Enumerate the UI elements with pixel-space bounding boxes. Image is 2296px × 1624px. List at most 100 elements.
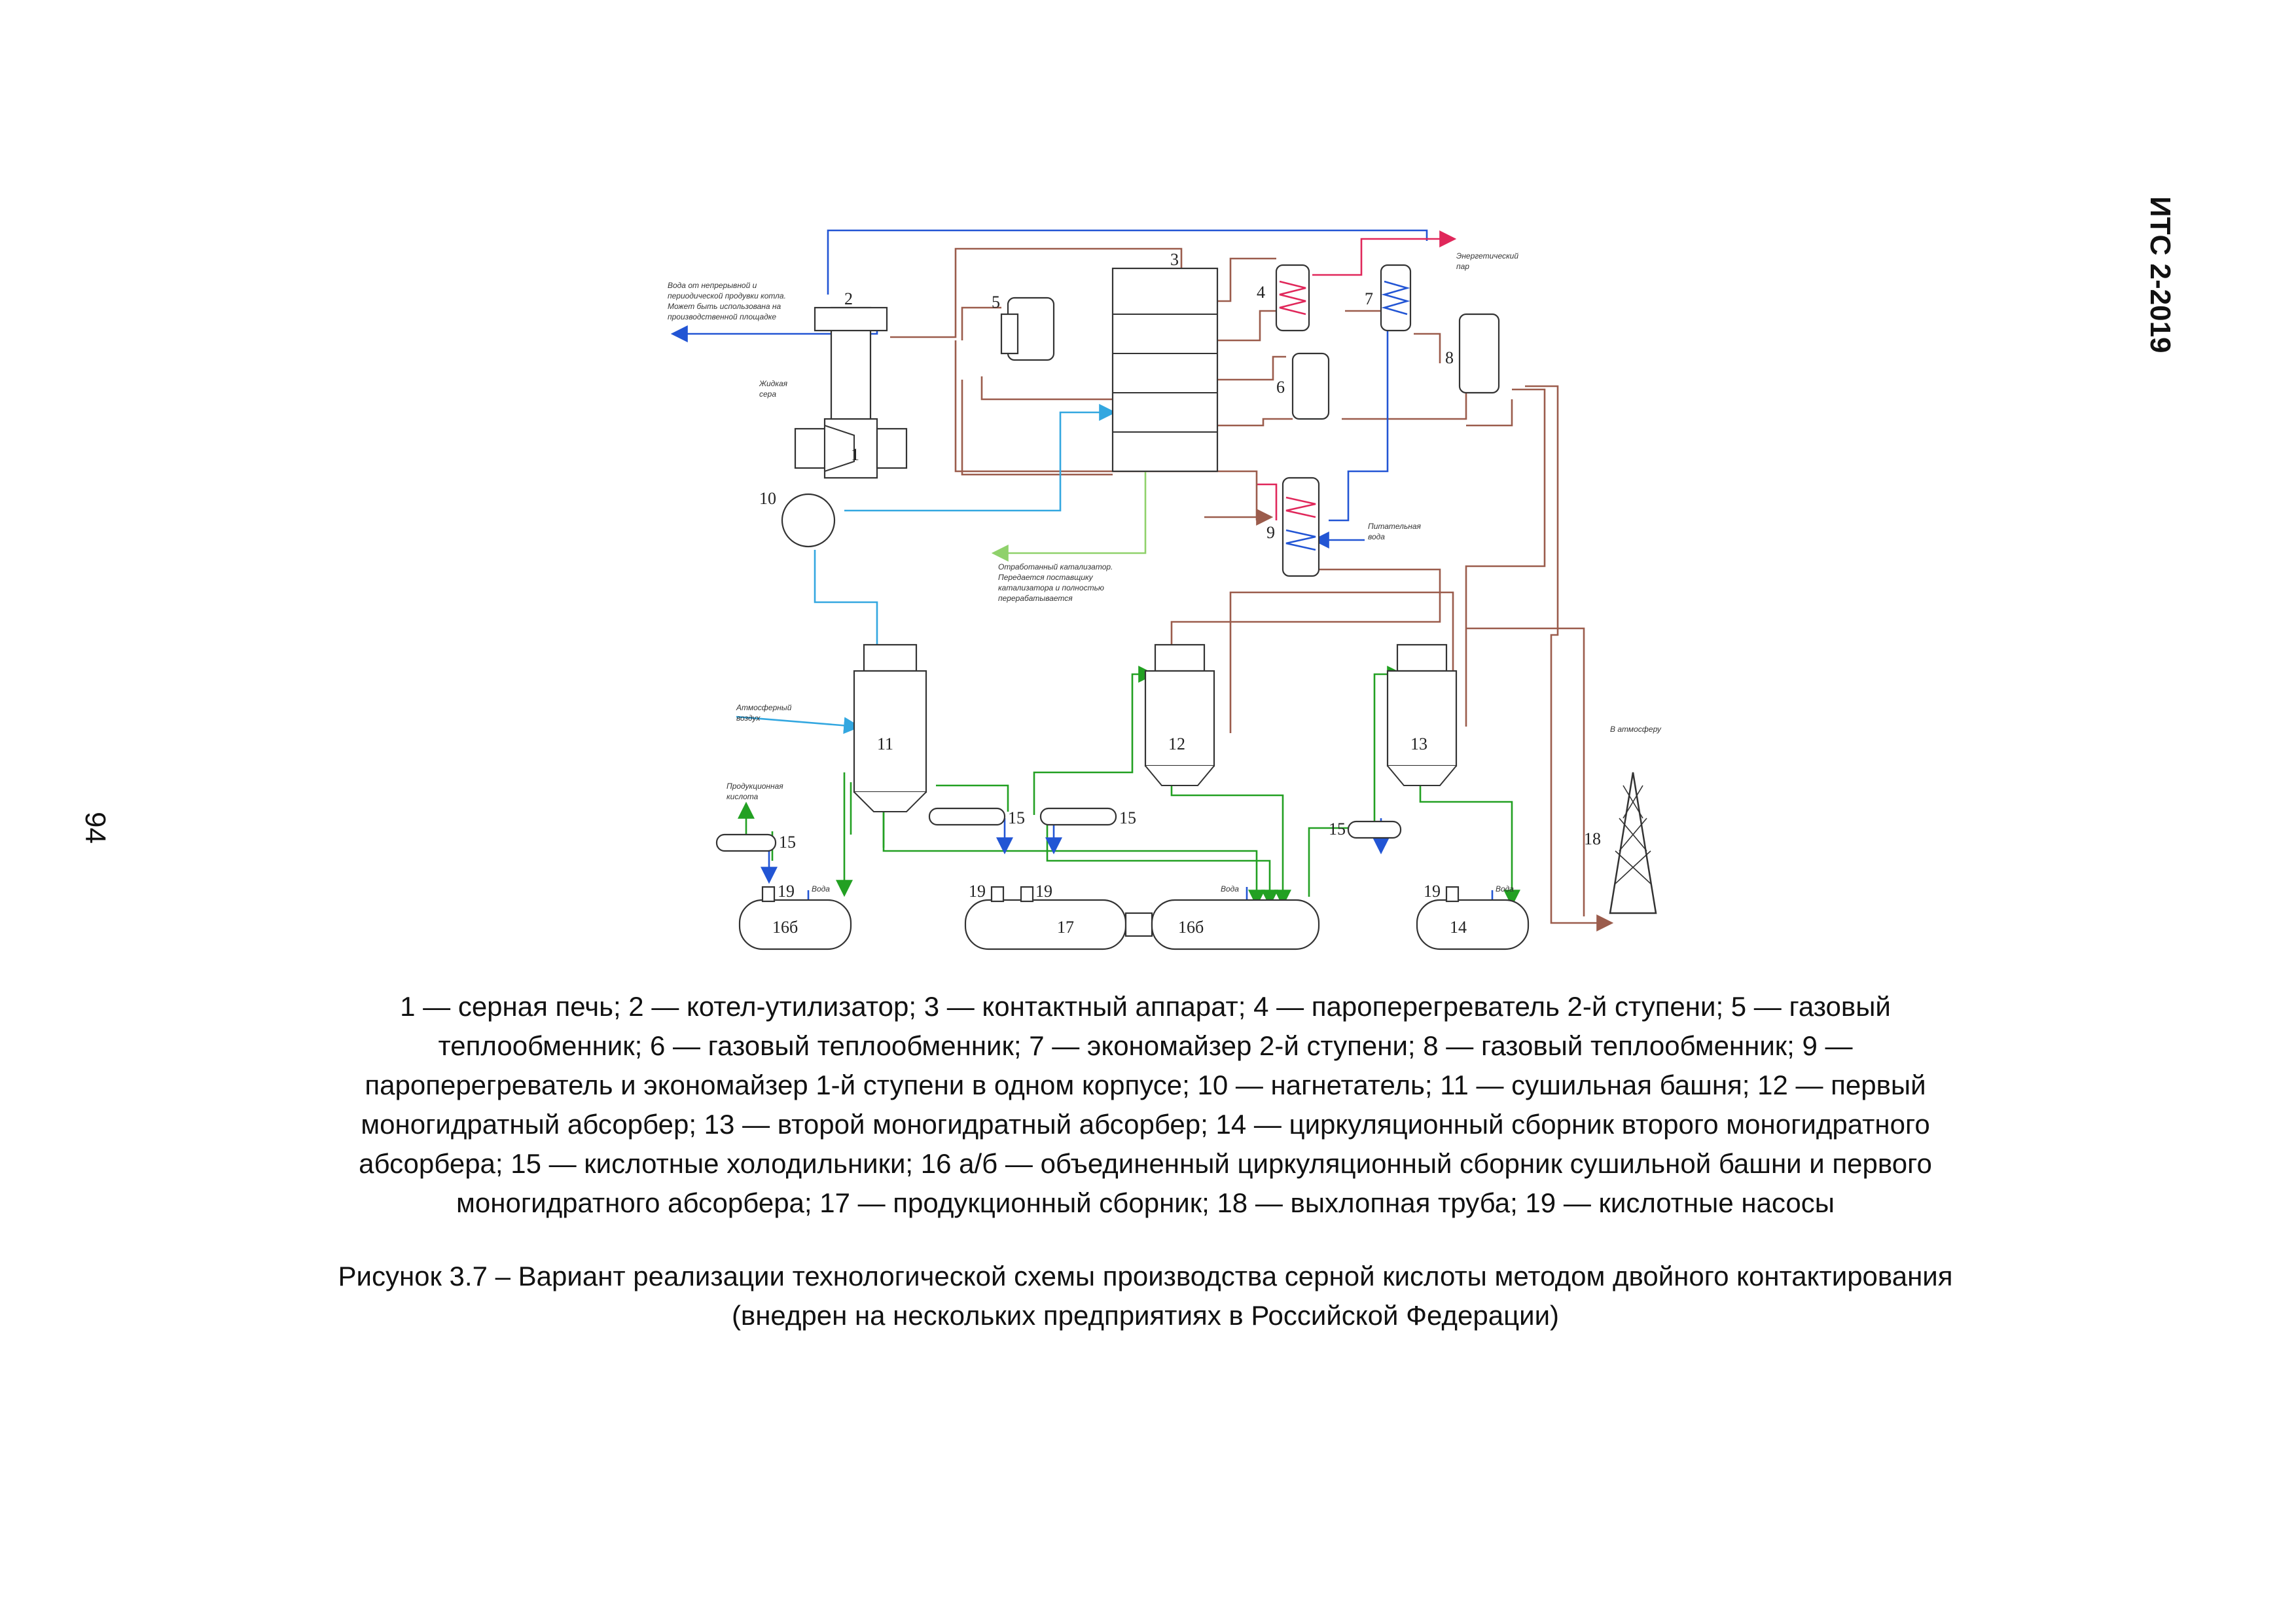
gas-line-8b [1466, 399, 1513, 427]
label-15a: 15 [1008, 808, 1025, 827]
gas-line-6a [1217, 355, 1286, 381]
svg-text:воздух: воздух [736, 713, 761, 723]
label-1: 1 [851, 445, 859, 464]
atmospheric-air-line [736, 715, 861, 734]
absorber-1: 12 [1144, 643, 1215, 786]
gas-line-6-to-8 [1342, 327, 1467, 420]
label-12: 12 [1168, 734, 1185, 753]
label-4: 4 [1257, 283, 1265, 302]
acid-to-12 [1033, 666, 1156, 815]
label-15c: 15 [1329, 820, 1346, 839]
svg-text:кислота: кислота [726, 792, 759, 801]
caption-line: Рисунок 3.7 – Вариант реализации техноло… [338, 1261, 1953, 1291]
legend-line: абсорбера; 15 — кислотные холодильники; … [359, 1148, 1932, 1179]
label-18: 18 [1584, 829, 1601, 848]
label-16b: 17 [1057, 918, 1074, 937]
annotation-product-acid: Продукционная кислота [726, 782, 783, 801]
annotation-water-17: Вода [812, 884, 830, 893]
legend-line: 1 — серная печь; 2 — котел-утилизатор; 3… [400, 991, 1891, 1022]
label-5: 5 [992, 293, 1000, 312]
gas-line-boiler-to-contact [890, 247, 1183, 338]
svg-text:Энергетический: Энергетический [1456, 251, 1518, 261]
legend-line: пароперегреватель и экономайзер 1-й ступ… [365, 1070, 1926, 1100]
catalyst-line [991, 465, 1147, 562]
label-3: 3 [1170, 250, 1179, 269]
economizer-2: 7 [1365, 264, 1412, 332]
gas-exchanger-5: 5 [992, 293, 1055, 361]
figure-legend: 1 — серная печь; 2 — котел-утилизатор; 3… [262, 987, 2029, 1223]
label-2: 2 [844, 289, 853, 308]
gas-13-stack [1466, 627, 1585, 916]
gas-12-to-13 [1229, 591, 1454, 733]
annotation-water-14: Вода [1496, 884, 1514, 893]
svg-text:вода: вода [1368, 532, 1385, 541]
superheater-2: 4 [1257, 264, 1310, 332]
label-6: 6 [1276, 378, 1285, 397]
label-15b: 15 [1119, 808, 1136, 827]
label-16a: 16б [1178, 918, 1204, 937]
svg-text:Продукционная: Продукционная [726, 782, 783, 791]
svg-text:Питательная: Питательная [1368, 522, 1422, 531]
absorber-2: 13 [1386, 643, 1458, 786]
label-13: 13 [1410, 734, 1427, 753]
label-11: 11 [877, 734, 893, 753]
annotation-to-atmosphere: В атмосферу [1610, 725, 1662, 734]
acid-to-16a-1 [882, 812, 1265, 907]
label-19a: 19 [778, 882, 795, 901]
superheater-economizer-1: 9 [1266, 477, 1320, 577]
svg-text:Отработанный катализатор.: Отработанный катализатор. [998, 562, 1113, 571]
label-19c: 19 [1035, 882, 1052, 901]
gas-line-4a [1217, 257, 1276, 302]
caption-line: (внедрен на нескольких предприятиях в Ро… [731, 1300, 1560, 1331]
label-14: 14 [1450, 918, 1467, 937]
svg-text:Атмосферный: Атмосферный [736, 703, 792, 712]
svg-text:Может быть использована на: Может быть использована на [668, 302, 781, 311]
gas-line-5c [961, 380, 1113, 476]
sulfur-furnace: 1 [794, 418, 908, 479]
label-10: 10 [759, 489, 776, 508]
annotation-spent-catalyst: Отработанный катализатор. Передается пос… [998, 562, 1113, 603]
combined-collector: 17 16б [964, 899, 1320, 950]
gas-13-to-8 [1465, 388, 1546, 727]
annotation-water-16a: Вода [1221, 884, 1239, 893]
svg-text:производственной площадке: производственной площадке [668, 312, 776, 321]
svg-text:периодической продувки котла.: периодической продувки котла. [668, 291, 786, 300]
label-17: 16б [772, 918, 798, 937]
svg-text:Жидкая: Жидкая [759, 379, 788, 388]
hot-line-9 [1257, 483, 1278, 520]
air-blower-to-11 [814, 550, 878, 645]
figure-caption: Рисунок 3.7 – Вариант реализации техноло… [196, 1257, 2094, 1335]
drying-tower: 11 [853, 643, 927, 812]
gas-line-7-to-8 [1414, 333, 1441, 363]
product-collector: 16б [738, 899, 852, 950]
annotation-liquid-sulfur: Жидкая сера [759, 379, 788, 399]
exhaust-stack: 18 [1584, 772, 1657, 914]
svg-text:пар: пар [1456, 262, 1469, 271]
legend-line: моногидратный абсорбер; 13 — второй моно… [361, 1109, 1930, 1140]
gas-exchanger-6: 6 [1276, 352, 1330, 420]
acid-pumps: 19 19 19 19 [761, 882, 1460, 903]
circulation-collector-14: 14 [1416, 899, 1530, 950]
blower: 10 [759, 489, 836, 548]
svg-text:Передается поставщику: Передается поставщику [998, 573, 1094, 582]
label-19d: 19 [1424, 882, 1441, 901]
gas-line-5b [980, 376, 1113, 401]
label-19b: 19 [969, 882, 986, 901]
acid-11-to-15 [936, 784, 1009, 812]
gas-exchanger-8: 8 [1445, 313, 1500, 394]
energy-steam-line [1312, 230, 1457, 276]
acid-coolers: 15 15 15 15 [715, 807, 1402, 852]
legend-line: моногидратного абсорбера; 17 — продукцио… [456, 1187, 1835, 1218]
svg-text:перерабатывается: перерабатывается [998, 594, 1073, 603]
gas-to-stack [1525, 385, 1614, 931]
gas-line-5 [961, 306, 1001, 340]
annotation-feed-water: Питательная вода [1368, 522, 1422, 541]
gas-line-loop [954, 340, 1258, 520]
label-9: 9 [1266, 523, 1275, 542]
svg-text:сера: сера [759, 389, 776, 399]
label-15d: 15 [779, 833, 796, 852]
annotation-atmospheric-air: Атмосферный воздух [736, 703, 792, 723]
annotation-blowdown: Вода от непрерывной и периодической прод… [668, 281, 786, 321]
annotation-energy-steam: Энергетический пар [1456, 251, 1518, 271]
